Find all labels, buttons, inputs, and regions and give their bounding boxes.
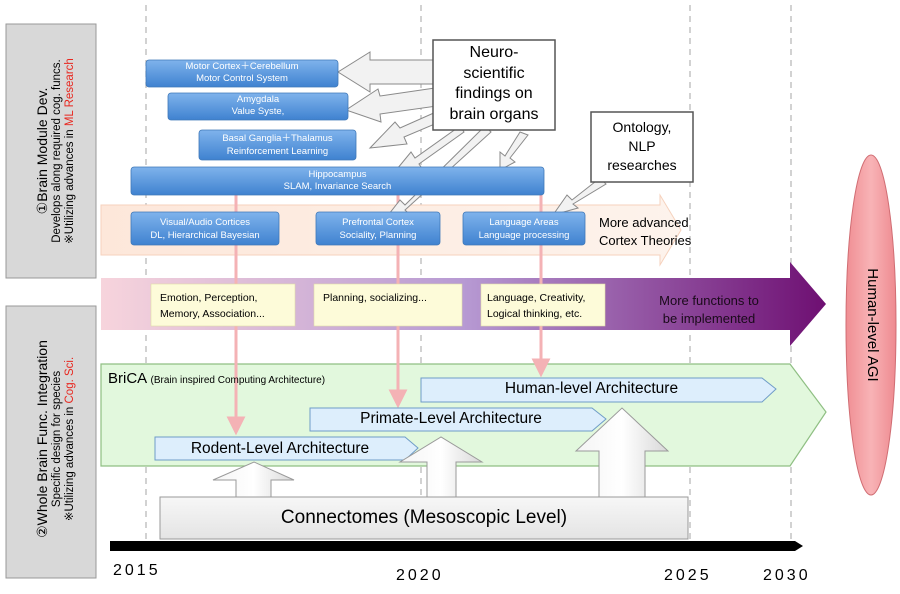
brain-module-line3-highlight: ML Research bbox=[64, 58, 77, 127]
human-architecture-box bbox=[420, 377, 777, 403]
whole-brain-label: ②Whole Brain Func. Integration Specific … bbox=[34, 303, 76, 575]
brica-name: BriCA bbox=[108, 370, 147, 387]
rodent-architecture-label: Rodent-Level Architecture bbox=[190, 440, 370, 457]
module-basal bbox=[198, 129, 357, 161]
brain-module-label: ①Brain Module Dev. Develops along requir… bbox=[34, 24, 76, 278]
module-prefrontal bbox=[315, 211, 441, 246]
whole-brain-line3-prefix: ※Utilizing advances in bbox=[64, 403, 77, 522]
module-amygdala bbox=[167, 92, 349, 121]
connectomes-label: Connectomes (Mesoscopic Level) bbox=[280, 507, 568, 528]
module-visual bbox=[130, 211, 280, 246]
year-2030: 2030 bbox=[763, 567, 811, 584]
connectomes-box bbox=[159, 496, 689, 540]
up-arrow-human bbox=[574, 407, 670, 501]
year-2020: 2020 bbox=[396, 567, 444, 584]
whole-brain-panel bbox=[5, 305, 97, 579]
primate-architecture-label: Primate-Level Architecture bbox=[360, 410, 542, 427]
brica-subtitle: (Brain inspired Computing Architecture) bbox=[150, 375, 326, 386]
function-emotion-text: Emotion, Perception,Memory, Association.… bbox=[160, 292, 265, 320]
rodent-architecture-box bbox=[154, 436, 419, 461]
whole-brain-title: Whole Brain Func. Integration bbox=[34, 340, 50, 526]
brica-title: BriCA (Brain inspired Computing Architec… bbox=[108, 370, 325, 387]
whole-brain-line3-highlight: Cog. Sci. bbox=[64, 356, 77, 404]
module-motor bbox=[145, 59, 339, 88]
function-language-text: Language, Creativity,Logical thinking, e… bbox=[487, 292, 586, 320]
function-box-emotion bbox=[150, 283, 296, 327]
year-2025: 2025 bbox=[664, 567, 712, 584]
up-arrow-primate bbox=[398, 436, 484, 501]
brain-module-num: ① bbox=[34, 201, 50, 215]
year-2015: 2015 bbox=[113, 562, 161, 579]
timeline-bar bbox=[110, 541, 803, 551]
whole-brain-num: ② bbox=[34, 525, 50, 538]
agi-label: Human-level AGI bbox=[864, 268, 881, 382]
agi-ellipse bbox=[845, 154, 897, 496]
neuro-arrows bbox=[337, 51, 529, 230]
brain-module-title: Brain Module Dev. bbox=[34, 87, 50, 202]
neuro-callout-box bbox=[432, 39, 556, 131]
ontology-callout-box bbox=[590, 111, 694, 183]
up-arrow-rodent bbox=[212, 461, 295, 501]
human-architecture-label: Human-level Architecture bbox=[504, 380, 679, 397]
brain-module-panel bbox=[5, 23, 97, 279]
function-box-language bbox=[480, 283, 606, 327]
brain-module-line2: Develops along required cog. funcs. bbox=[50, 59, 63, 243]
whole-brain-line2: Specific design for species bbox=[50, 370, 63, 508]
primate-architecture-box bbox=[309, 407, 607, 432]
function-box-planning bbox=[313, 283, 463, 327]
brain-module-line3-prefix: ※Utilizing advances in bbox=[64, 126, 77, 244]
function-planning-text: Planning, socializing... bbox=[323, 292, 427, 304]
module-language bbox=[462, 211, 586, 246]
module-hippocampus bbox=[130, 166, 545, 196]
arrow-to-motor bbox=[337, 51, 436, 93]
ontology-arrow bbox=[551, 177, 607, 216]
